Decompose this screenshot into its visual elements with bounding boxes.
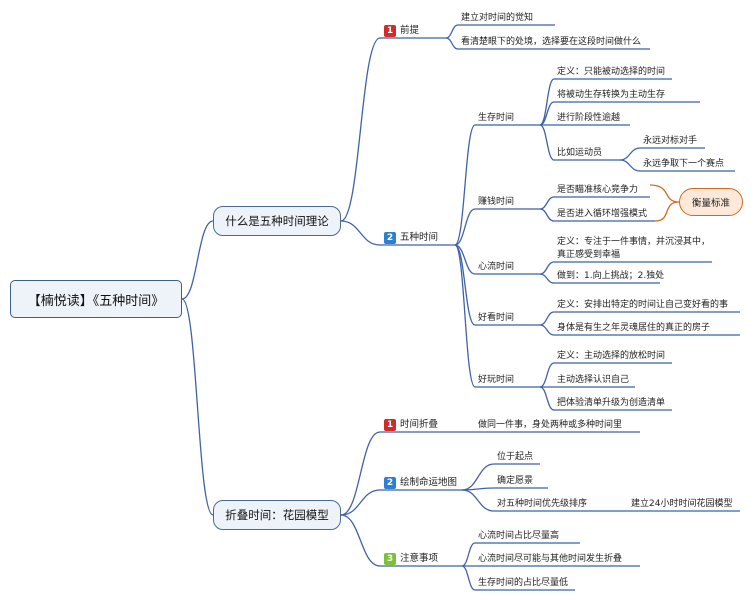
time-garden-model[interactable]: 建立24小时时间花园模型 bbox=[631, 499, 733, 509]
survival-item-3[interactable]: 进行阶段性逾越 bbox=[557, 113, 621, 123]
pretty-item-2[interactable]: 身体是有生之年灵魂居住的真正的房子 bbox=[557, 323, 711, 333]
callout-connector bbox=[649, 184, 680, 222]
money-leaf-2-line bbox=[539, 208, 655, 222]
map-item-3[interactable]: 对五种时间优先级排序 bbox=[497, 499, 588, 509]
athlete-example[interactable]: 比如运动员 bbox=[557, 148, 603, 158]
money-item-1[interactable]: 是否瞄准核心竞争力 bbox=[557, 185, 639, 195]
map-leaf-1-line bbox=[461, 463, 540, 491]
root-topic[interactable]: 【楠悦读】《五种时间》 bbox=[10, 280, 182, 318]
money-leaf-1-line bbox=[539, 196, 650, 210]
money-item-2[interactable]: 是否进入循环增强模式 bbox=[557, 209, 648, 219]
flow-leaf-2-line bbox=[539, 273, 660, 284]
athlete-item-1[interactable]: 永远对标对手 bbox=[643, 136, 698, 146]
flow-definition-line-1[interactable]: 定义：专注于一件事情，并沉浸其中， bbox=[557, 237, 711, 247]
survival-leaf-4-line bbox=[539, 124, 620, 161]
map-leaf-2-line bbox=[461, 487, 548, 491]
five-times-label: 五种时间 bbox=[400, 232, 439, 243]
pretty-leaf-1-line bbox=[539, 311, 740, 326]
premise-leaf-1-line bbox=[445, 24, 555, 39]
time-folding-label: 时间折叠 bbox=[400, 419, 439, 430]
premise-label: 前提 bbox=[400, 25, 420, 36]
five-to-pretty-line bbox=[454, 244, 540, 326]
survival-item-2[interactable]: 将被动生存转换为主动生存 bbox=[557, 90, 666, 100]
notes-item-1[interactable]: 心流时间占比尽量高 bbox=[478, 531, 560, 541]
priority-2-badge: 2 bbox=[384, 477, 396, 489]
priority-3-badge: 3 bbox=[384, 553, 396, 565]
money-time[interactable]: 赚钱时间 bbox=[478, 197, 515, 207]
five-to-survival-line bbox=[454, 124, 540, 246]
survival-item-1[interactable]: 定义：只能被动选择的时间 bbox=[557, 67, 666, 77]
notes-item-3[interactable]: 生存时间的占比尽量低 bbox=[478, 578, 569, 588]
five-times-topic[interactable]: 2 五种时间 bbox=[384, 232, 438, 244]
notes-label: 注意事项 bbox=[400, 553, 439, 564]
folding-to-map-line bbox=[340, 489, 462, 516]
athlete-item-2[interactable]: 永远争取下一个赛点 bbox=[643, 159, 725, 169]
five-times-to-five-line bbox=[340, 220, 455, 246]
root-to-five-times-line bbox=[181, 220, 214, 300]
flow-time[interactable]: 心流时间 bbox=[478, 262, 515, 272]
premise-item-2[interactable]: 看清楚眼下的处境，选择要在这段时间做什么 bbox=[461, 37, 642, 47]
destiny-map-label: 绘制命运地图 bbox=[400, 477, 458, 488]
fun-leaf-1-line bbox=[539, 362, 672, 388]
notes-item-2[interactable]: 心流时间尽可能与其他时间发生折叠 bbox=[478, 554, 623, 564]
main-topic-five-times[interactable]: 什么是五种时间理论 bbox=[213, 206, 341, 236]
fun-item-2[interactable]: 主动选择认识自己 bbox=[557, 375, 630, 385]
survival-leaf-2-line bbox=[539, 101, 700, 126]
measure-standard-callout[interactable]: 衡量标准 bbox=[679, 188, 743, 216]
main-topic-folding-time[interactable]: 折叠时间：花园模型 bbox=[213, 500, 341, 530]
map-item-1[interactable]: 位于起点 bbox=[497, 452, 534, 462]
premise-leaf-2-line bbox=[445, 37, 650, 50]
pretty-item-1[interactable]: 定义：安排出特定的时间让自己变好看的事 bbox=[557, 300, 729, 310]
fun-leaf-3-line bbox=[539, 386, 672, 411]
folding-to-fold-line bbox=[340, 431, 462, 516]
destiny-map-topic[interactable]: 2 绘制命运地图 bbox=[384, 477, 457, 489]
flow-leaf-1-line bbox=[539, 261, 712, 275]
notes-topic[interactable]: 3 注意事项 bbox=[384, 553, 438, 565]
fun-item-1[interactable]: 定义：主动选择的放松时间 bbox=[557, 351, 666, 361]
pretty-leaf-2-line bbox=[539, 324, 740, 336]
pretty-time[interactable]: 好看时间 bbox=[478, 313, 515, 323]
athlete-leaf-2-line bbox=[619, 159, 735, 172]
fun-item-3[interactable]: 把体验清单升级为创造清单 bbox=[557, 398, 666, 408]
premise-topic[interactable]: 1 前提 bbox=[384, 25, 419, 37]
five-times-to-premise-line bbox=[340, 37, 446, 222]
time-folding-item[interactable]: 做同一件事，身处两种或多种时间里 bbox=[478, 420, 623, 430]
five-to-fun-line bbox=[454, 244, 540, 388]
time-folding-topic[interactable]: 1 时间折叠 bbox=[384, 419, 438, 431]
notes-leaf-1-line bbox=[461, 542, 580, 567]
flow-definition-line-2[interactable]: 真正感受到幸福 bbox=[557, 250, 621, 260]
map-leaf-3-line bbox=[461, 489, 610, 512]
flow-how[interactable]: 做到：1.向上挑战；2.独处 bbox=[557, 271, 665, 281]
fun-time[interactable]: 好玩时间 bbox=[478, 375, 515, 385]
survival-time[interactable]: 生存时间 bbox=[478, 113, 515, 123]
root-to-folding-line bbox=[181, 298, 214, 516]
premise-item-1[interactable]: 建立对时间的觉知 bbox=[461, 13, 534, 23]
folding-to-notes-line bbox=[340, 514, 462, 567]
athlete-leaf-1-line bbox=[619, 147, 705, 161]
notes-leaf-3-line bbox=[461, 565, 575, 591]
map-item-2[interactable]: 确定愿景 bbox=[497, 476, 534, 486]
priority-1-badge: 1 bbox=[384, 419, 396, 431]
five-to-money-line bbox=[454, 208, 540, 246]
five-to-flow-line bbox=[454, 244, 540, 275]
priority-2-badge: 2 bbox=[384, 232, 396, 244]
priority-1-badge: 1 bbox=[384, 25, 396, 37]
